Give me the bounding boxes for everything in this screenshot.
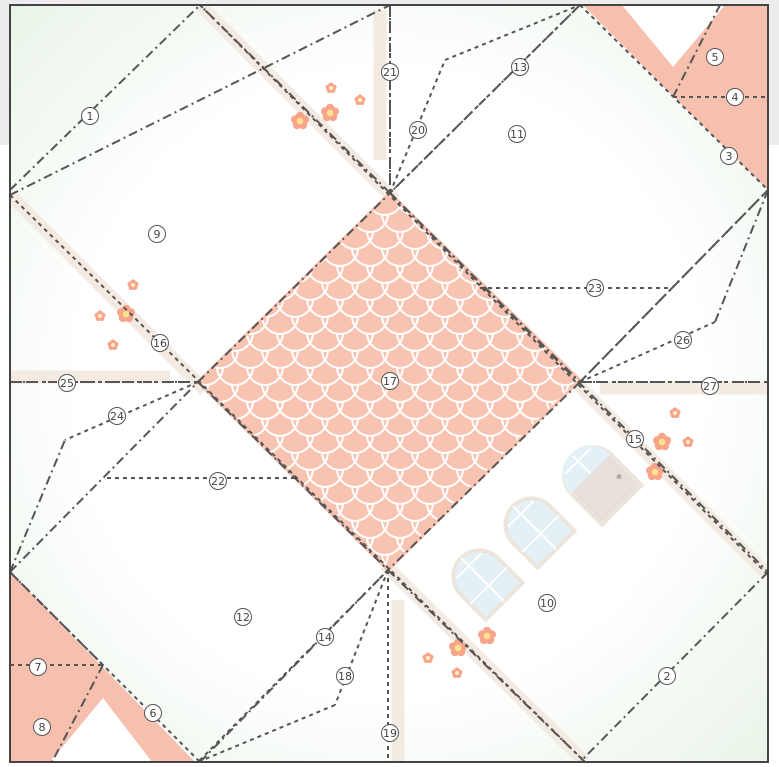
- step-label-text: 22: [211, 475, 225, 488]
- step-label-text: 9: [154, 228, 161, 241]
- step-label-text: 21: [383, 66, 397, 79]
- step-label-text: 7: [35, 661, 42, 674]
- step-label-12: 12: [235, 609, 252, 626]
- step-label-10: 10: [539, 595, 556, 612]
- step-label-4: 4: [727, 89, 744, 106]
- step-label-8: 8: [34, 719, 51, 736]
- step-label-text: 17: [383, 375, 397, 388]
- step-label-13: 13: [512, 59, 529, 76]
- step-label-18: 18: [337, 668, 354, 685]
- step-label-15: 15: [627, 431, 644, 448]
- step-label-24: 24: [109, 408, 126, 425]
- step-label-19: 19: [382, 725, 399, 742]
- step-label-1: 1: [82, 108, 99, 125]
- step-label-text: 27: [703, 380, 717, 393]
- step-label-14: 14: [317, 629, 334, 646]
- step-label-text: 13: [513, 61, 527, 74]
- step-label-17: 17: [382, 373, 399, 390]
- step-label-text: 15: [628, 433, 642, 446]
- step-label-20: 20: [410, 122, 427, 139]
- step-label-text: 3: [726, 150, 733, 163]
- step-label-text: 16: [153, 337, 167, 350]
- step-label-text: 20: [411, 124, 425, 137]
- step-label-9: 9: [149, 226, 166, 243]
- step-label-text: 11: [510, 128, 524, 141]
- step-label-text: 1: [87, 110, 94, 123]
- step-label-text: 12: [236, 611, 250, 624]
- step-label-2: 2: [659, 668, 676, 685]
- step-label-text: 6: [150, 707, 157, 720]
- step-label-23: 23: [587, 280, 604, 297]
- step-label-text: 26: [676, 334, 690, 347]
- step-label-text: 25: [60, 377, 74, 390]
- step-label-16: 16: [152, 335, 169, 352]
- step-label-text: 24: [110, 410, 124, 423]
- step-label-text: 23: [588, 282, 602, 295]
- step-label-22: 22: [210, 473, 227, 490]
- step-label-6: 6: [145, 705, 162, 722]
- step-label-7: 7: [30, 659, 47, 676]
- step-label-11: 11: [509, 126, 526, 143]
- step-label-26: 26: [675, 332, 692, 349]
- step-label-text: 18: [338, 670, 352, 683]
- step-label-27: 27: [702, 378, 719, 395]
- step-label-text: 8: [39, 721, 46, 734]
- step-label-text: 10: [540, 597, 554, 610]
- step-label-5: 5: [707, 49, 724, 66]
- step-label-text: 14: [318, 631, 332, 644]
- step-label-text: 4: [732, 91, 739, 104]
- step-label-25: 25: [59, 375, 76, 392]
- step-label-text: 19: [383, 727, 397, 740]
- step-label-text: 5: [712, 51, 719, 64]
- step-label-3: 3: [721, 148, 738, 165]
- step-label-21: 21: [382, 64, 399, 81]
- step-label-text: 2: [664, 670, 671, 683]
